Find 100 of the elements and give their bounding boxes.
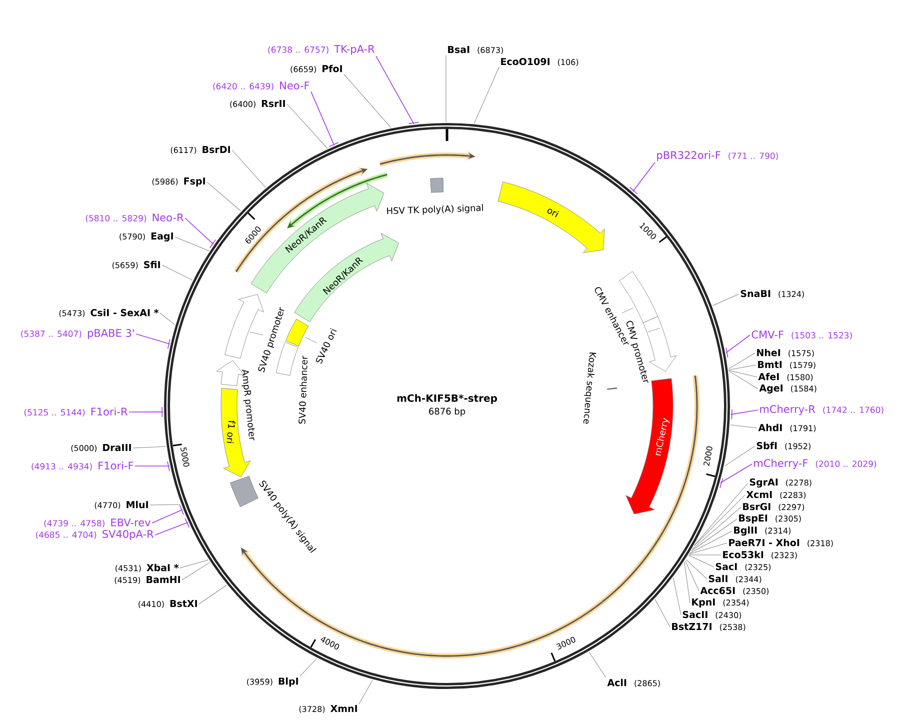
- site-label: AhdI (1791): [758, 424, 816, 432]
- leader-line: [694, 482, 748, 546]
- leader-line: [688, 554, 722, 556]
- scale-number: 2000: [704, 446, 712, 466]
- leader-line: [474, 67, 500, 124]
- site-label: SacI (2325): [716, 562, 771, 572]
- leader-line: [310, 91, 339, 147]
- primer-label: mCherry-R (1742 .. 1760): [760, 404, 884, 416]
- leader-line: [182, 562, 210, 580]
- leader-line: [728, 370, 758, 378]
- leader-line: [286, 104, 328, 149]
- leader-line: [728, 370, 758, 390]
- leader-line: [152, 504, 184, 524]
- node-label: SV40 enhancer: [298, 356, 308, 424]
- leader-line: [672, 577, 682, 616]
- site-label: NheI (1575): [757, 348, 814, 358]
- site-label: BsaI (6873): [448, 46, 503, 54]
- primer-label: (6738 .. 6757) TK-pA-R: [268, 45, 375, 55]
- leader-line: [160, 312, 176, 326]
- site-label: (6117) BsrDI: [170, 146, 230, 154]
- leader-line: [686, 559, 708, 580]
- primer-label: mCherry-F (2010 .. 2029): [754, 458, 876, 470]
- site-label: (5000) DraIII: [71, 444, 131, 452]
- site-label: (6400) RsrII: [230, 100, 285, 108]
- plasmid-length: 6876 bp: [429, 408, 466, 416]
- plasmid-name: mCh-KIF5B*-strep: [397, 394, 497, 404]
- site-label: BspEI (2305): [739, 514, 801, 524]
- leader-line: [692, 506, 742, 550]
- leader-line: [154, 518, 190, 536]
- site-label: (5659) SfiI: [112, 260, 160, 270]
- leader-line: [174, 236, 210, 252]
- leader-line: [712, 294, 740, 306]
- site-label: BglII (2314): [734, 526, 790, 536]
- scale-number: 5000: [180, 447, 190, 467]
- primer-label: (4739 .. 4758) EBV-rev: [44, 518, 150, 528]
- leader-line: [688, 554, 714, 568]
- leader-line: [694, 494, 746, 546]
- leader-line: [724, 446, 756, 466]
- site-label: (4410) BstXI: [138, 600, 197, 608]
- site-label: EcoO109I (106): [501, 58, 578, 66]
- site-label: BmtI (1579): [758, 361, 816, 369]
- leader-line: [376, 56, 420, 124]
- leader-line: [344, 74, 392, 128]
- leader-line: [730, 409, 758, 420]
- site-label: XcmI (2283): [746, 491, 806, 499]
- leader-line: [690, 530, 732, 554]
- primer-label: (5387 .. 5407) pBABE 3': [21, 329, 134, 339]
- leader-line: [684, 562, 690, 604]
- site-label: (4531) XbaI *: [116, 564, 179, 572]
- leader-line: [689, 542, 728, 554]
- primer-label: (4685 .. 4704) SV40pA-R: [36, 530, 154, 540]
- leader-line: [184, 218, 216, 248]
- feature-box: SV40 enhancer: [276, 342, 308, 424]
- site-label: (4770) MluI: [94, 500, 148, 510]
- leader-line: [726, 334, 750, 358]
- leader-line: [206, 182, 241, 212]
- leader-line: [588, 652, 606, 678]
- leader-line: [134, 460, 170, 472]
- site-label: (5473) CsiI - SexAI *: [59, 308, 159, 318]
- leader-line: [728, 352, 756, 370]
- site-label: BstZ17I (2538): [672, 623, 746, 631]
- leader-line: [162, 264, 193, 280]
- leader-line: [198, 584, 227, 604]
- leader-line: [684, 560, 700, 592]
- site-label: SgrAI (2278): [750, 478, 812, 488]
- scale-number: 4000: [320, 637, 340, 650]
- leader-line: [728, 364, 756, 370]
- leader-line: [232, 150, 266, 188]
- feature-mark: Kozak sequence: [583, 352, 618, 424]
- primer-label: pBR322ori-F (771 .. 790): [657, 150, 778, 162]
- site-label: AclI (2865): [607, 678, 660, 688]
- site-label: BsrGI (2297): [743, 502, 804, 512]
- leader-line: [132, 446, 166, 448]
- node-label: HSV TK poly(A) signal: [387, 204, 483, 215]
- leader-line: [654, 599, 670, 628]
- site-label: KpnI (2354): [692, 598, 749, 608]
- primer-label: (5810 .. 5829) Neo-R: [86, 214, 184, 222]
- leader-line: [358, 680, 373, 704]
- site-label: SbfI (1952): [756, 442, 810, 450]
- primer-label: (6420 .. 6439) Neo-F: [213, 82, 310, 90]
- site-label: SnaBI (1324): [740, 290, 804, 298]
- site-label: AgeI (1584): [759, 384, 816, 394]
- site-label: (3728) XmnI: [299, 705, 357, 713]
- leader-line: [180, 560, 209, 568]
- site-label: PaeR7I - XhoI (2318): [729, 538, 833, 548]
- primer-label: (4913 .. 4934) F1ori-F: [32, 461, 134, 471]
- leader-line: [300, 658, 317, 676]
- primer-label: (5125 .. 5144) F1ori-R: [24, 407, 128, 417]
- site-label: (6659) PfoI: [290, 64, 342, 74]
- leader-line: [720, 464, 752, 488]
- leader-line: [128, 406, 164, 418]
- feature-segment: ori: [498, 182, 605, 253]
- leader-line: [136, 334, 170, 350]
- site-label: Acc65I (2350): [700, 586, 768, 596]
- leader-line: [690, 518, 738, 552]
- leader-line: [629, 162, 656, 194]
- site-label: (4519) BamHI: [114, 576, 180, 584]
- primer-label: CMV-F (1503 .. 1523): [752, 330, 852, 340]
- site-label: (3959) BlpI: [247, 677, 298, 687]
- site-label: (5790) EagI: [120, 232, 173, 242]
